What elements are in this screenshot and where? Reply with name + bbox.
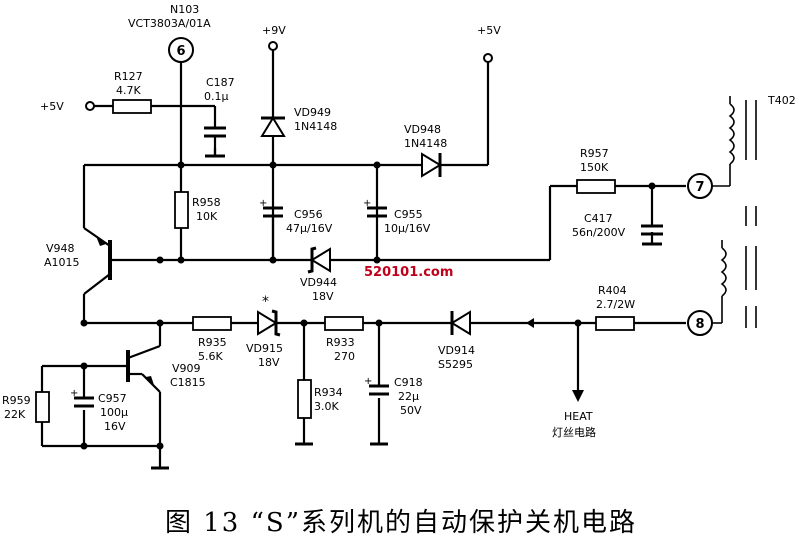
v948-transistor [96, 236, 127, 280]
c955-label: C955 [394, 208, 423, 221]
vd944-label: VD944 [300, 276, 337, 289]
vct-label: VCT3803A/01A [128, 17, 211, 30]
r404-value: 2.7/2W [596, 298, 635, 311]
vd915-label: VD915 [246, 342, 283, 355]
svg-text:8: 8 [695, 317, 704, 332]
r958-resistor [174, 191, 189, 229]
plus5v-top-label: +5V [477, 24, 501, 37]
r127-resistor [112, 99, 152, 114]
ground-symbols [151, 154, 662, 470]
plus9v-terminal [268, 41, 278, 51]
c187-capacitor [204, 126, 226, 156]
c918-value: 22μ [398, 390, 419, 403]
heat-arrow [572, 390, 584, 402]
r933-label: R933 [326, 336, 355, 349]
svg-text:+: + [363, 198, 371, 209]
t402-label: T402 [767, 94, 796, 107]
heat-cn-label: 灯丝电路 [552, 426, 596, 439]
vd915-value: 18V [258, 356, 280, 369]
c187-value: 0.1μ [204, 90, 229, 103]
r935-resistor [192, 316, 232, 331]
r934-label: R934 [314, 386, 343, 399]
vd949-diode [260, 116, 286, 137]
v909-transistor [126, 344, 161, 388]
v948-label: V948 [46, 242, 75, 255]
r935-value: 5.6K [198, 350, 223, 363]
t402-transformer [712, 96, 757, 328]
r933-value: 270 [334, 350, 355, 363]
plus9v-label: +9V [262, 24, 286, 37]
vd948-diode [421, 152, 442, 178]
r959-label: R959 [2, 394, 31, 407]
c957-label: C957 [98, 392, 127, 405]
c955-value: 10μ/16V [384, 222, 431, 235]
vd949-value: 1N4148 [294, 120, 337, 133]
c957-capacitor: + [70, 388, 94, 408]
wires [40, 50, 686, 468]
vd915-zener [257, 309, 281, 337]
c918-label: C918 [394, 376, 423, 389]
pin7-terminal: 7 [687, 173, 713, 199]
n103-label: N103 [170, 3, 199, 16]
plus5v-top-terminal [483, 53, 493, 63]
r127-label: R127 [114, 70, 143, 83]
c956-capacitor: + [259, 198, 283, 218]
pin6-terminal: 6 [168, 37, 194, 63]
vd949-label: VD949 [294, 106, 331, 119]
c957-voltage: 16V [104, 420, 126, 433]
r934-value: 3.0K [314, 400, 339, 413]
c956-label: C956 [294, 208, 323, 221]
v909-value: C1815 [170, 376, 206, 389]
vd944-zener [307, 246, 331, 274]
r933-resistor [324, 316, 364, 331]
plus5v-left-terminal [85, 101, 95, 111]
c417-value: 56n/200V [572, 226, 626, 239]
plus5v-left-label: +5V [40, 100, 64, 113]
r957-resistor [576, 179, 616, 194]
vd948-label: VD948 [404, 123, 441, 136]
c918-capacitor: + [364, 376, 389, 396]
v909-label: V909 [172, 362, 201, 375]
r935-label: R935 [198, 336, 227, 349]
c956-value: 47μ/16V [286, 222, 333, 235]
c918-voltage: 50V [400, 404, 422, 417]
schematic: 6 7 8 + + + [2, 3, 796, 470]
vd914-value: S5295 [438, 358, 473, 371]
junctions [80, 161, 656, 450]
r127-value: 4.7K [116, 84, 141, 97]
c187-label: C187 [206, 76, 235, 89]
r958-label: R958 [192, 196, 221, 209]
vd944-value: 18V [312, 290, 334, 303]
r404-label: R404 [598, 284, 627, 297]
vd948-value: 1N4148 [404, 137, 447, 150]
c417-capacitor [641, 224, 663, 236]
r957-value: 150K [580, 161, 609, 174]
r958-value: 10K [196, 210, 218, 223]
r959-resistor [35, 391, 50, 423]
svg-text:+: + [70, 388, 78, 399]
vd915-star: * [262, 294, 269, 310]
svg-text:6: 6 [176, 44, 185, 59]
pin8-terminal: 8 [687, 310, 713, 336]
r957-label: R957 [580, 147, 609, 160]
vd914-label: VD914 [438, 344, 475, 357]
svg-text:+: + [259, 198, 267, 209]
vd914-diode [450, 310, 471, 336]
c957-value: 100μ [100, 406, 128, 419]
heat-label: HEAT [564, 410, 593, 423]
watermark: 520101.com [364, 265, 453, 280]
signal-arrow [526, 318, 534, 328]
svg-text:+: + [364, 376, 372, 387]
svg-text:7: 7 [695, 180, 704, 195]
figure-caption: 图 13 “S”系列机的自动保护关机电路 [164, 508, 637, 538]
r934-resistor [297, 379, 312, 419]
c955-capacitor: + [363, 198, 387, 218]
r959-value: 22K [4, 408, 26, 421]
r404-resistor [595, 316, 635, 331]
v948-value: A1015 [44, 256, 80, 269]
c417-label: C417 [584, 212, 613, 225]
